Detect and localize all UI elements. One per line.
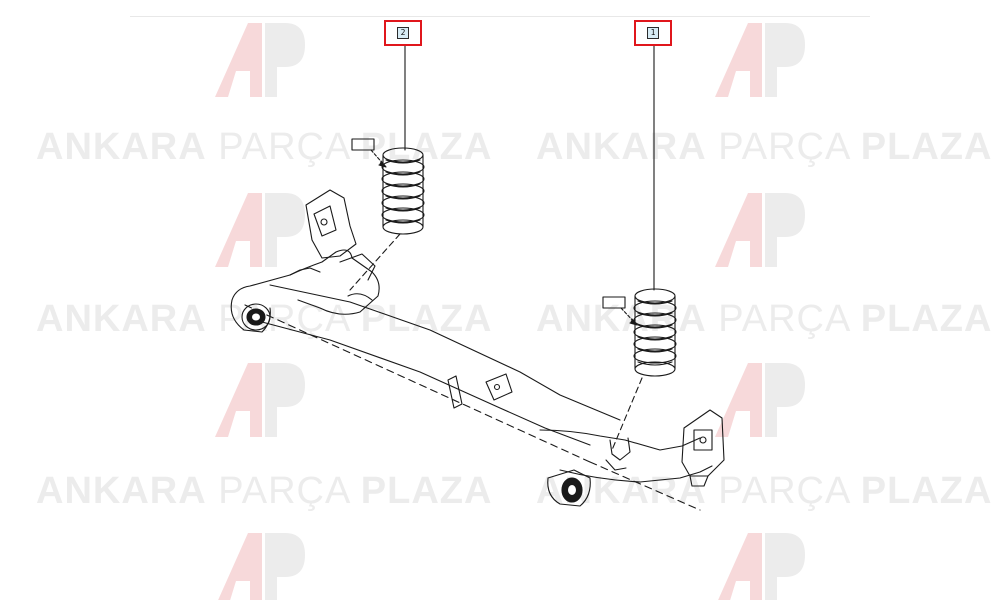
axle-beam <box>230 189 725 511</box>
callout-part-1[interactable]: 1 <box>634 20 672 46</box>
alignment-line <box>349 233 401 291</box>
callout-label: 2 <box>397 27 409 39</box>
coil-spring-1 <box>633 288 677 377</box>
note-tag <box>602 296 638 326</box>
top-divider <box>130 16 870 17</box>
note-tag <box>351 138 387 168</box>
coil-spring-2 <box>381 147 425 235</box>
callout-part-2[interactable]: 2 <box>384 20 422 46</box>
alignment-line <box>611 377 643 451</box>
callout-label: 1 <box>647 27 659 39</box>
